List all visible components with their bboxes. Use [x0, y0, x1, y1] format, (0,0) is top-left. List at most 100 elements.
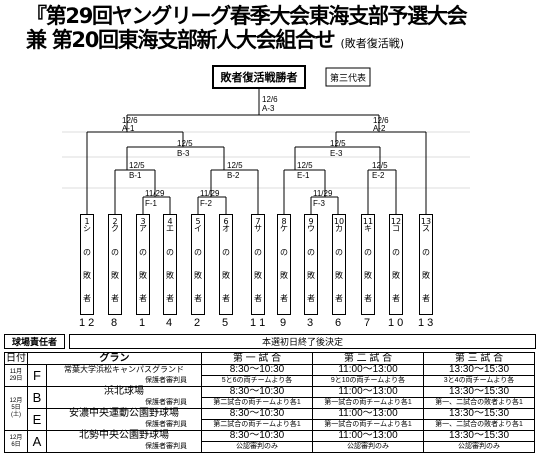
team-name-char: 敗 [422, 271, 430, 280]
match-a3-code: A-3 [262, 104, 275, 113]
team-name-char: エ [166, 224, 174, 233]
header-game2: 第 二 試 合 [312, 352, 424, 365]
team-name-char: の [111, 248, 119, 257]
date-part: 29日 [9, 375, 23, 382]
match-b1-date: 12/5 [129, 161, 145, 170]
team-name-char: 者 [307, 294, 315, 303]
team-name-char: 敗 [139, 271, 147, 280]
team-name-char: ス [422, 224, 430, 233]
date-part: 12月 [9, 434, 23, 441]
team-name-char: 敗 [335, 271, 343, 280]
game-time: 11:00～13:00 [312, 430, 424, 442]
bracket: 敗者復活戦勝者 第三代表 12/6 [62, 65, 470, 214]
team-name-char: オ [222, 224, 230, 233]
team-seed: 7 [364, 317, 371, 329]
team-name-char: 者 [139, 294, 147, 303]
team-seed: 3 [307, 317, 314, 329]
header-game1: 第 一 試 合 [201, 352, 313, 365]
team-name-char: イ [194, 224, 202, 233]
header-ground: グラン [27, 352, 202, 365]
match-b3-date: 12/5 [177, 139, 193, 148]
team-name-char: の [83, 248, 91, 257]
referee-note: 第一、二試合の敗者より各1 [423, 419, 535, 431]
header-game3: 第 三 試 合 [423, 352, 535, 365]
title-line-2-main: 兼 第20回東海支部新人大会組合せ [26, 28, 336, 52]
team-name-char: ア [139, 224, 147, 233]
game-time: 8:30～10:30 [201, 408, 313, 420]
referee-note: 公認審判のみ [201, 441, 313, 453]
team-name-char: 者 [83, 294, 91, 303]
venue-code: A [27, 430, 47, 453]
match-a2-date: 12/6 [373, 116, 389, 125]
game-time: 11:00～13:00 [312, 364, 424, 376]
referee-note: 第一試合の両チームより各1 [312, 397, 424, 409]
team-name-char: サ [254, 224, 262, 233]
date-part: 12月 [9, 398, 23, 404]
game-time: 13:30～15:30 [423, 430, 535, 442]
winner-label: 敗者復活戦勝者 [221, 70, 298, 84]
title-subtitle: (敗者復活戦) [340, 37, 405, 50]
venue-name: 浜北球場 [46, 386, 202, 398]
match-e1-date: 12/5 [297, 161, 313, 170]
team-seed: 8 [111, 317, 118, 329]
team-number: 5 [195, 217, 201, 226]
team-name-char: 者 [335, 294, 343, 303]
team-seed: 1 [139, 317, 146, 329]
game-time: 13:30～15:30 [423, 364, 535, 376]
team-name-char: 者 [111, 294, 119, 303]
referee-label: 保護者審判員 [46, 397, 202, 409]
date-part: 6日 [11, 441, 21, 448]
team-seed: 4 [166, 317, 173, 329]
match-e3-date: 12/5 [330, 139, 346, 148]
team-name-char: 敗 [83, 271, 91, 280]
team-name-char: 敗 [392, 271, 400, 280]
team-seed: 2 [194, 317, 201, 329]
team-name-char: の [166, 248, 174, 257]
team-number: 4 [167, 217, 173, 226]
team-name-char: の [364, 248, 372, 257]
team-name-char: 者 [280, 294, 288, 303]
team-number: 3 [140, 217, 146, 226]
match-e2-code: E-2 [372, 171, 385, 180]
team-name-char: の [139, 248, 147, 257]
team-name-char: の [194, 248, 202, 257]
team-name-char: ウ [307, 224, 315, 233]
team-name-char: 者 [166, 294, 174, 303]
referee-note: 第一試合の両チームより各1 [312, 419, 424, 431]
team-name-char: ク [111, 224, 119, 233]
game-time: 13:30～15:30 [423, 408, 535, 420]
team-number: 6 [223, 217, 229, 226]
game-time: 8:30～10:30 [201, 364, 313, 376]
responsible-table: 球場責任者 本選初日終了後決定 [4, 334, 536, 349]
game-time: 11:00～13:00 [312, 386, 424, 398]
team-name-char: 敗 [166, 271, 174, 280]
match-a1-date: 12/6 [122, 116, 138, 125]
venue-code: F [27, 364, 47, 387]
team-number: 10 [333, 217, 345, 226]
game-time: 13:30～15:30 [423, 386, 535, 398]
match-b1-code: B-1 [129, 171, 142, 180]
team-name-char: 敗 [307, 271, 315, 280]
team-number: 2 [112, 217, 118, 226]
match-f1-date: 11/29 [145, 189, 165, 198]
referee-label: 保護者審判員 [46, 441, 202, 453]
match-f3-code: F-3 [313, 199, 326, 208]
team-name-char: 者 [364, 294, 372, 303]
venue-name: 北勢中央公園野球場 [46, 430, 202, 442]
team-seed: 1 0 [388, 317, 404, 329]
team-name-char: 敗 [222, 271, 230, 280]
title-line-1: 『第29回ヤングリーグ春季大会東海支部予選大会 [26, 4, 468, 28]
date-part: 5日 [11, 405, 21, 411]
team-number: 11 [362, 217, 374, 226]
team-name-char: の [335, 248, 343, 257]
